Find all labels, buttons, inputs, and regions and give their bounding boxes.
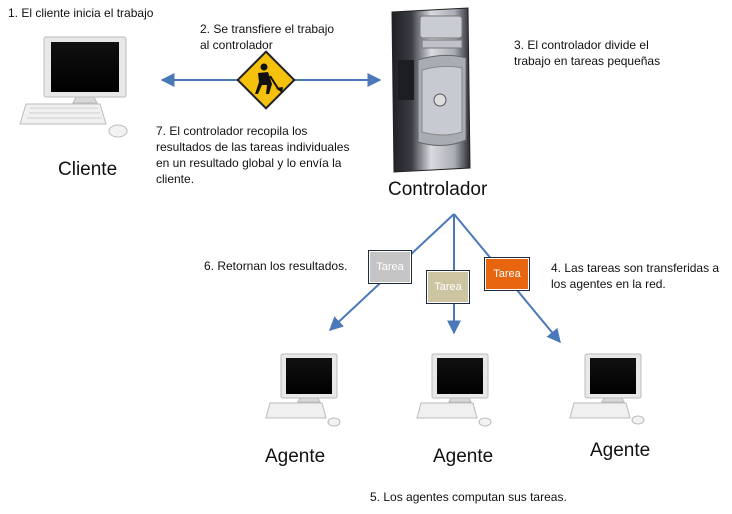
agent-label-left: Agente xyxy=(265,446,326,467)
agent-label-right: Agente xyxy=(590,440,651,461)
agent-computer-icon-middle xyxy=(416,353,492,427)
server-tower-icon xyxy=(391,7,471,173)
agent-label-middle: Agente xyxy=(433,446,494,467)
step-1-text: 1. El cliente inicia el trabajo xyxy=(8,6,154,20)
controller-label: Controlador xyxy=(388,179,488,200)
work-sign-icon xyxy=(236,50,296,110)
step-5-text: 5. Los agentes computan sus tareas. xyxy=(370,490,567,504)
step-2-text: 2. Se transfiere el trabajo al controlad… xyxy=(200,22,335,52)
step-7-text: 7. El controlador recopila los resultado… xyxy=(156,124,350,186)
client-label: Cliente xyxy=(58,159,118,180)
step-3-text: 3. El controlador divide el trabajo en t… xyxy=(514,38,661,68)
step-6-text: 6. Retornan los resultados. xyxy=(204,259,348,273)
task-box-3: Tarea xyxy=(484,257,530,291)
agent-computer-icon-right xyxy=(569,353,645,425)
step-4-text: 4. Las tareas son transferidas a los age… xyxy=(551,261,720,291)
task-box-2: Tarea xyxy=(426,270,470,304)
agent-computer-icon-left xyxy=(265,353,341,427)
client-computer-icon xyxy=(19,36,128,138)
task-box-1: Tarea xyxy=(368,250,412,284)
